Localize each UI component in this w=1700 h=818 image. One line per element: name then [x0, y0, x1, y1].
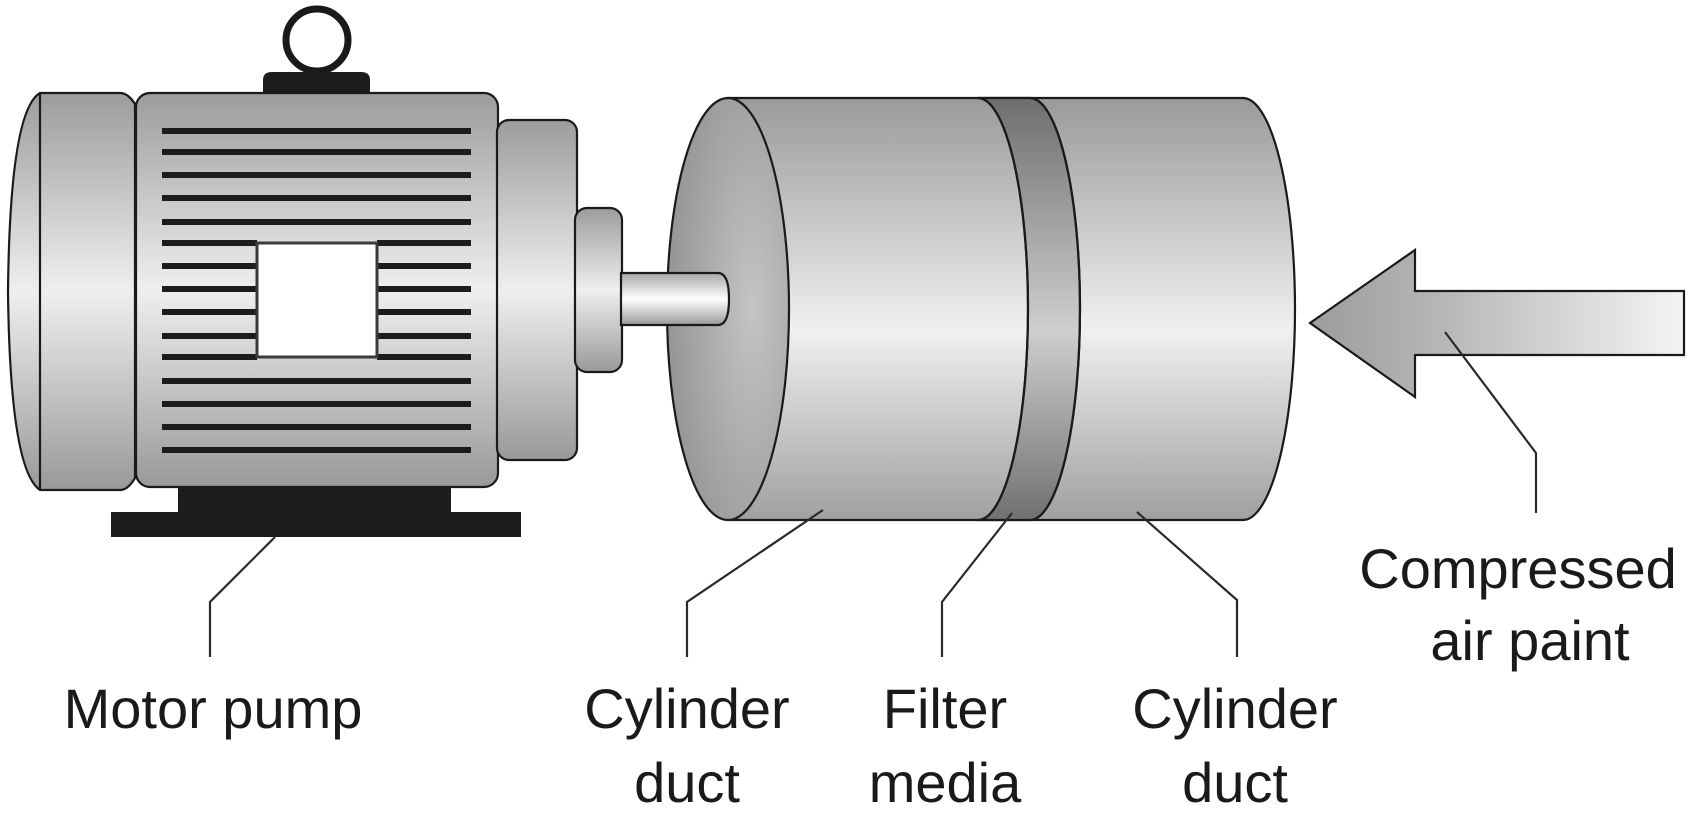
- cooling-fin: [377, 333, 471, 339]
- label-filter-media-line2: media: [869, 751, 1022, 814]
- label-cylinder-duct-left-line1: Cylinder: [584, 677, 789, 740]
- terminal-window: [255, 241, 379, 359]
- cooling-fin: [162, 286, 257, 292]
- cooling-fin: [377, 309, 471, 315]
- cooling-fins: [162, 128, 471, 453]
- filter-band-left-edge: [977, 96, 1030, 522]
- motor-foot: [111, 512, 521, 537]
- leader-cylinder-duct-right: [1136, 511, 1239, 657]
- cooling-fin: [377, 286, 471, 292]
- motor-base: [178, 487, 451, 513]
- ring-base: [263, 72, 370, 93]
- motor-pump: [6, 5, 624, 537]
- motor-shaft: [619, 271, 731, 327]
- cooling-fin: [162, 447, 471, 453]
- leader-filter-media: [940, 512, 1013, 657]
- cooling-fin: [162, 354, 257, 360]
- label-motor-pump: Motor pump: [64, 677, 363, 740]
- label-filter-media-line1: Filter: [883, 677, 1007, 740]
- cooling-fin: [162, 401, 471, 407]
- cooling-fin: [162, 240, 257, 246]
- cooling-fin: [162, 219, 471, 225]
- cooling-fin: [162, 149, 471, 155]
- filter-band-right-edge: [1029, 96, 1082, 522]
- cooling-fin: [162, 128, 471, 134]
- cooling-fin: [377, 263, 471, 269]
- motor-bearing-housing: [573, 206, 624, 374]
- cylinder-body: [726, 96, 1297, 522]
- cooling-fin: [162, 172, 471, 178]
- cooling-fin: [162, 424, 471, 430]
- flow-arrow-icon: [1308, 247, 1686, 400]
- label-cylinder-duct-right-line1: Cylinder: [1132, 677, 1337, 740]
- cooling-fin: [162, 309, 257, 315]
- cooling-fin: [162, 378, 471, 384]
- cooling-fin: [377, 354, 471, 360]
- motor-end-cap: [6, 91, 137, 492]
- cooling-fin: [162, 195, 471, 201]
- cooling-fin: [377, 240, 471, 246]
- cooling-fin: [162, 333, 257, 339]
- leader-cylinder-duct-left: [685, 509, 824, 657]
- leader-compressed-air: [1444, 331, 1538, 513]
- leader-motor-pump: [208, 536, 276, 657]
- cylinder-duct-assembly: [665, 96, 1297, 522]
- label-compressed-air-paint-line1: Compressed: [1359, 537, 1676, 600]
- label-cylinder-duct-right-line2: duct: [1182, 751, 1288, 814]
- motor-flange: [495, 118, 579, 462]
- lifting-ring: [282, 5, 352, 75]
- label-cylinder-duct-left-line2: duct: [634, 751, 740, 814]
- cooling-fin: [162, 263, 257, 269]
- label-compressed-air-paint-line2: air paint: [1430, 609, 1630, 672]
